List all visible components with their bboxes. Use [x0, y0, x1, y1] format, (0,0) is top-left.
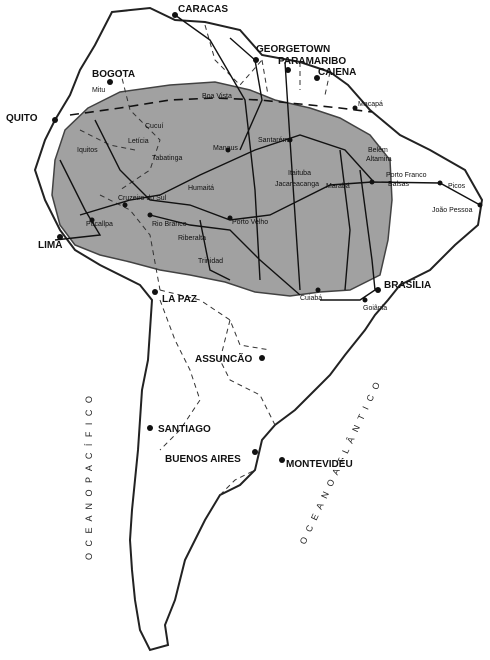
city-dot-rio-branco — [147, 212, 153, 218]
city-dot-caracas — [172, 12, 178, 18]
label-humaita: Humaitá — [188, 185, 214, 192]
label-jacareacanga: Jacareacanga — [275, 181, 319, 188]
city-dot-santarem — [287, 137, 293, 143]
city-dot-paramaribo — [285, 67, 291, 73]
label-maraba: Marabá — [326, 183, 350, 190]
label-cruzeiro-do-sul: Cruzeiro do Sul — [118, 195, 167, 202]
label-paramaribo: PARAMARIBO — [278, 56, 346, 67]
label-buenos-aires: BUENOS AIRES — [165, 454, 241, 465]
label-santarem: Santarém — [258, 137, 289, 144]
label-mitu: Mitu — [92, 87, 105, 94]
city-dot-quito — [52, 117, 58, 123]
label-itaituba: Itaituba — [288, 170, 311, 177]
label-quito: QUITO — [6, 113, 38, 124]
city-dot-assuncao — [259, 355, 265, 361]
city-dot-bogota — [107, 79, 113, 85]
city-dot-porto-franco — [369, 179, 375, 185]
label-la-paz: LA PAZ — [162, 294, 197, 305]
perimeter-highway — [69, 97, 373, 116]
city-dot-montevideu — [279, 457, 285, 463]
label-iquitos: Iquitos — [77, 147, 98, 154]
label-leticia: Letícia — [128, 138, 149, 145]
city-dot-lima — [57, 234, 63, 240]
label-santiago: SANTIAGO — [158, 424, 211, 435]
city-dot-porto-velho — [227, 215, 233, 221]
label-macapa: Macapá — [358, 101, 383, 108]
label-brasilia: BRASÍLIA — [384, 278, 431, 291]
city-dot-manaus — [225, 147, 231, 153]
city-dot-santiago — [147, 425, 153, 431]
label-tabatinga: Tabatinga — [152, 155, 182, 162]
label-riberalta: Riberalta — [178, 235, 206, 242]
label-belem: Belém — [368, 147, 388, 154]
label-balsas: Balsas — [388, 181, 410, 188]
label-manaus: Manaus — [213, 145, 238, 152]
city-dot-la-paz — [152, 289, 158, 295]
city-dot-goiania — [362, 297, 368, 303]
city-dot-macapa — [352, 105, 358, 111]
label-trinidad: Trinidad — [198, 258, 223, 265]
city-dot-caiena — [314, 75, 320, 81]
city-dot-cuiaba — [315, 287, 321, 293]
label-lima: LIMA — [38, 240, 62, 251]
label-pacific-ocean: O C E A N O P A C Í F I C O — [84, 394, 94, 560]
city-dot-cruzeiro-do-sul — [122, 202, 128, 208]
label-boa-vista: Boa Vista — [202, 93, 232, 100]
label-cuiaba: Cuiabá — [300, 295, 322, 302]
label-picos: Picos — [448, 183, 466, 190]
city-dot-picos — [437, 180, 443, 186]
label-assuncao: ASSUNCÃO — [195, 352, 252, 365]
city-dot-joao-pessoa — [477, 202, 483, 208]
city-dot-georgetown — [253, 57, 259, 63]
label-montevideu: MONTEVIDÉU — [286, 457, 353, 470]
label-caracas: CARACAS — [178, 4, 228, 15]
label-pucallpa: Pucallpa — [86, 221, 113, 228]
label-altamira: Altamira — [366, 156, 392, 163]
city-dot-brasilia — [375, 287, 381, 293]
label-bogota: BOGOTA — [92, 69, 135, 80]
city-dot-pucallpa — [89, 217, 95, 223]
label-caiena: CAIENA — [318, 67, 356, 78]
city-markers — [52, 12, 483, 463]
label-porto-velho: Porto Velho — [232, 219, 268, 226]
label-georgetown: GEORGETOWN — [256, 44, 330, 55]
border-lines — [79, 24, 331, 496]
label-rio-branco: Rio Branco — [152, 221, 187, 228]
city-dot-buenos-aires — [252, 449, 258, 455]
label-porto-franco: Porto Franco — [386, 172, 427, 179]
label-goiania: Goiânia — [363, 305, 387, 312]
label-joao-pessoa: João Pessoa — [432, 207, 473, 214]
amazon-region — [51, 81, 393, 297]
label-cucui: Cucuí — [145, 123, 163, 130]
